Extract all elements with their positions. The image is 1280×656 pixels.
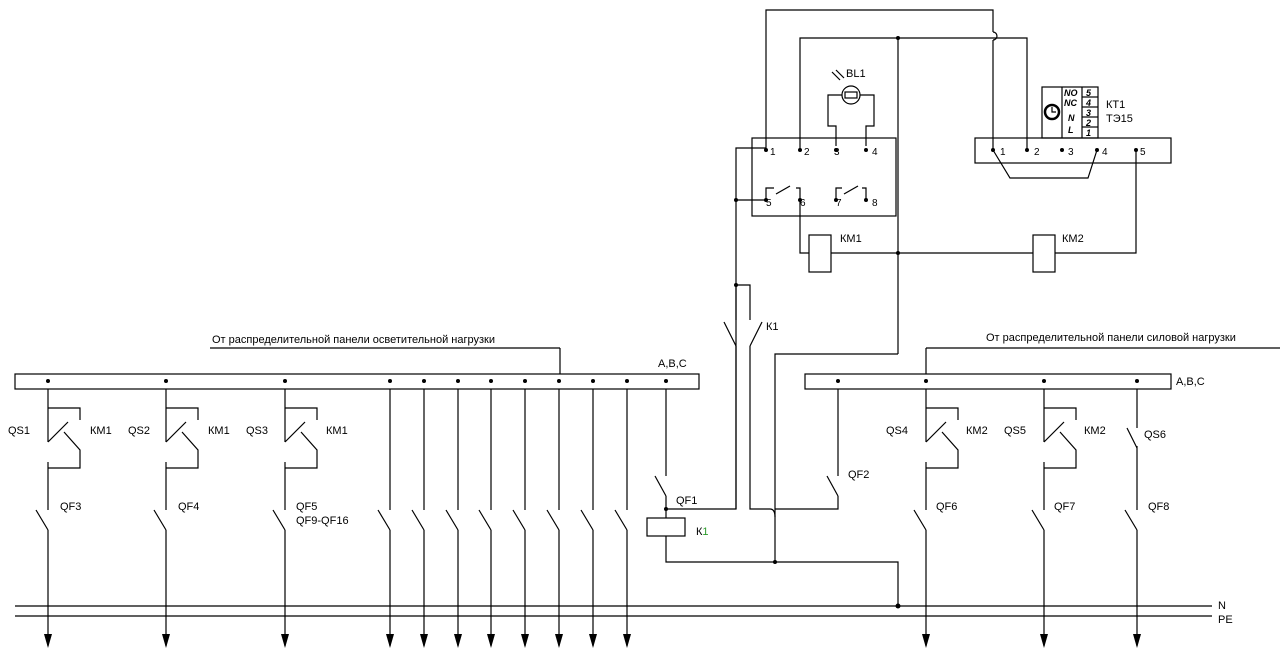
label-qf2: QF2 — [848, 469, 869, 481]
label-qf7: QF7 — [1054, 501, 1075, 513]
relay-terminal-2: 2 — [804, 147, 810, 158]
label-bl1: BL1 — [846, 68, 866, 80]
label-qs6: QS6 — [1144, 429, 1166, 441]
label-k1-coil: К1 — [696, 526, 709, 538]
timer-terminal-3: 3 — [1068, 147, 1074, 158]
label-km1-a: КМ1 — [90, 425, 112, 437]
timer-mark-l: L — [1068, 125, 1074, 135]
relay-terminal-8: 8 — [872, 198, 878, 209]
timer-terminal-5: 5 — [1140, 147, 1146, 158]
timer-mark-nc: NC — [1064, 98, 1077, 108]
label-k1-contact: К1 — [766, 321, 779, 333]
label-qs2: QS2 — [128, 425, 150, 437]
relay-terminal-5: 5 — [766, 198, 772, 209]
feeder-lighting — [445, 379, 462, 648]
clock-icon — [1043, 103, 1061, 121]
timer-mark-no: NO — [1064, 88, 1078, 98]
label-qs1: QS1 — [8, 425, 30, 437]
timer-mark-n: N — [1068, 113, 1075, 123]
timer-terminal-2: 2 — [1034, 147, 1040, 158]
timer-mark-1: 1 — [1086, 128, 1091, 138]
label-n: N — [1218, 600, 1226, 612]
km1-coil — [808, 234, 832, 273]
feeder-lighting — [478, 379, 495, 648]
photo-relay-block: BL1 1 2 3 4 5 6 7 8 — [751, 68, 897, 217]
label-qf1: QF1 — [676, 495, 697, 507]
relay-terminal-6: 6 — [800, 198, 806, 209]
feeder-lighting — [512, 379, 529, 648]
label-km1-b: КМ1 — [208, 425, 230, 437]
feeder-qs1: QS1 КМ1 QF3 — [8, 379, 112, 648]
label-qf5: QF5 — [296, 501, 317, 513]
lighting-feeders — [377, 379, 631, 648]
feeder-qs3: QS3 КМ1 QF5 QF9-QF16 — [246, 379, 349, 648]
label-qs4: QS4 — [886, 425, 908, 437]
label-te15: ТЭ15 — [1106, 113, 1133, 125]
label-qf4: QF4 — [178, 501, 199, 513]
relay-terminal-4: 4 — [872, 147, 878, 158]
power-abc-bus: A,B,C От распределительной панели силово… — [804, 332, 1280, 390]
label-abc-left: A,B,C — [658, 358, 687, 370]
feeder-lighting — [546, 379, 563, 648]
timer-mark-4: 4 — [1085, 98, 1091, 108]
label-qf6: QF6 — [936, 501, 957, 513]
label-qf9-qf16: QF9-QF16 — [296, 515, 349, 527]
label-lighting-panel: От распределительной панели осветительно… — [212, 334, 495, 346]
label-qs5: QS5 — [1004, 425, 1026, 437]
label-km2-a: КМ2 — [966, 425, 988, 437]
label-qs3: QS3 — [246, 425, 268, 437]
label-abc-right: A,B,C — [1176, 376, 1205, 388]
label-kt1: КТ1 — [1106, 99, 1125, 111]
label-km1-coil: КМ1 — [840, 233, 862, 245]
timer-mark-2: 2 — [1085, 118, 1091, 128]
label-qf8: QF8 — [1148, 501, 1169, 513]
control-wiring: КМ1 КМ2 — [734, 9, 1137, 564]
relay-terminal-7: 7 — [836, 198, 842, 209]
feeder-qf2: QF2 — [775, 379, 869, 510]
timer-mark-5: 5 — [1086, 88, 1092, 98]
label-power-panel: От распределительной панели силовой нагр… — [986, 332, 1236, 344]
k1-coil — [646, 517, 686, 537]
feeder-lighting — [377, 379, 394, 648]
feeder-lighting — [580, 379, 597, 648]
km2-coil — [1032, 234, 1056, 273]
label-km1-c: КМ1 — [326, 425, 348, 437]
feeder-lighting — [411, 379, 428, 648]
timer-terminal-4: 4 — [1102, 147, 1108, 158]
feeder-qs4: QS4 КМ2 QF6 — [886, 379, 988, 648]
feeder-qs6: QS6 QF8 — [1124, 379, 1169, 648]
label-km2-coil: КМ2 — [1062, 233, 1084, 245]
feeder-qs5: QS5 КМ2 QF7 — [1004, 379, 1106, 648]
timer-mark-3: 3 — [1086, 108, 1091, 118]
k1-contact: К1 — [723, 283, 779, 510]
control-supply-qf1: QF1 К1 — [646, 285, 901, 609]
timer-kt1: NO NC N L 5 4 3 2 1 КТ1 ТЭ15 1 2 3 4 5 — [974, 86, 1172, 179]
timer-terminal-1: 1 — [1000, 147, 1006, 158]
feeder-qs2: QS2 КМ1 QF4 — [128, 379, 230, 648]
feeder-lighting — [614, 379, 631, 648]
label-km2-b: КМ2 — [1084, 425, 1106, 437]
neutral-bus: N PE — [15, 600, 1233, 626]
relay-terminal-1: 1 — [770, 147, 776, 158]
relay-terminal-3: 3 — [834, 147, 840, 158]
label-pe: PE — [1218, 614, 1233, 626]
label-qf3: QF3 — [60, 501, 81, 513]
lighting-abc-bus: A,B,C От распределительной панели освети… — [14, 334, 700, 390]
